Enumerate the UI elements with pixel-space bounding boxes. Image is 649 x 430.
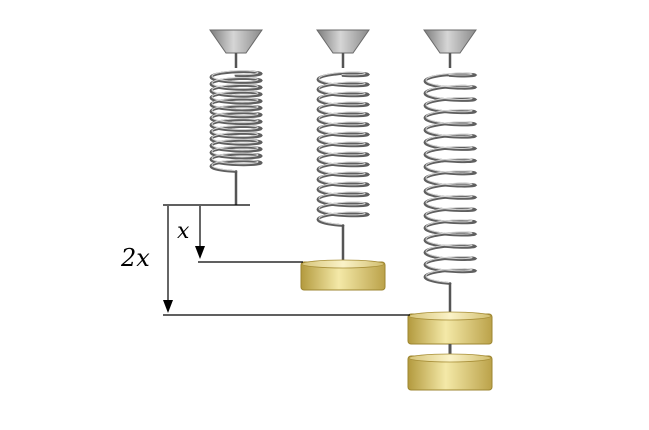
- spring-unloaded: [209, 29, 263, 205]
- mass-block: [300, 259, 386, 291]
- spring-coil-highlight: [211, 70, 259, 171]
- spring-coil-highlight: [425, 72, 473, 283]
- mount-cone-icon: [423, 29, 477, 54]
- mass-block: [407, 353, 493, 391]
- label-2x: 2x: [120, 244, 150, 272]
- mass-block: [407, 311, 493, 345]
- mount-cone-icon: [209, 29, 263, 54]
- spring-one-mass: [300, 29, 386, 291]
- extension-2x-arrow: [163, 206, 173, 313]
- spring-two-masses: [407, 29, 493, 391]
- mount-cone-icon: [316, 29, 370, 54]
- spring-coil-highlight: [318, 71, 366, 225]
- spring-coil: [316, 71, 371, 227]
- reference-lines: [163, 204, 410, 316]
- spring-coil: [423, 72, 478, 285]
- label-x: x: [177, 219, 190, 244]
- extension-x-arrow: [195, 206, 205, 259]
